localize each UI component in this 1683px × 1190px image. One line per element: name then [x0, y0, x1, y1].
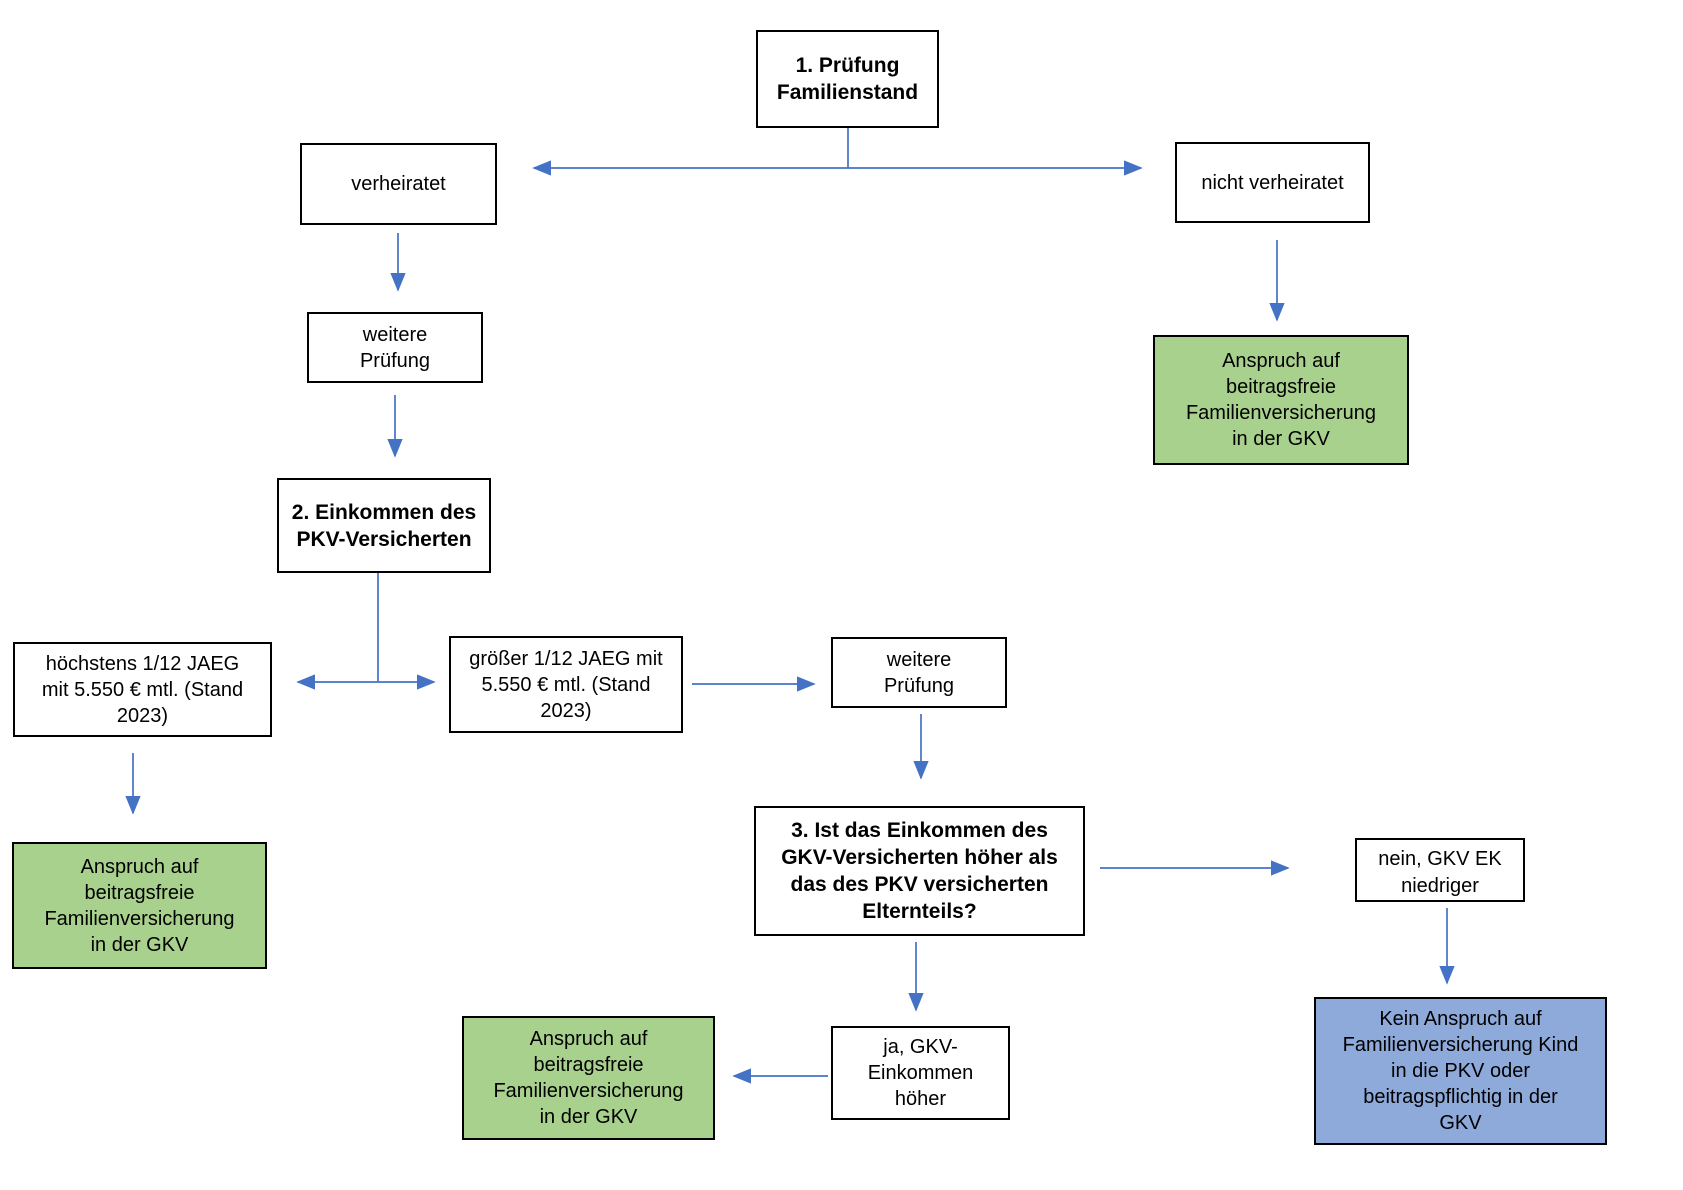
node-step1-pruefung-familienstand: 1. Prüfung Familienstand [756, 30, 939, 128]
node-step3-einkommen-vergleich: 3. Ist das Einkommen des GKV-Versicherte… [754, 806, 1085, 936]
node-nicht-verheiratet: nicht verheiratet [1175, 142, 1370, 223]
node-anspruch-nicht-verheiratet: Anspruch auf beitragsfreie Familienversi… [1153, 335, 1409, 465]
node-nein-gkv-ek-niedriger: nein, GKV EK niedriger [1355, 838, 1525, 902]
node-weitere-pruefung-1: weitere Prüfung [307, 312, 483, 383]
node-step2-einkommen-pkv: 2. Einkommen des PKV-Versicherten [277, 478, 491, 573]
node-anspruch-hoechstens: Anspruch auf beitragsfreie Familienversi… [12, 842, 267, 969]
node-ja-gkv-einkommen-hoeher: ja, GKV- Einkommen höher [831, 1026, 1010, 1120]
node-anspruch-gkv-hoeher: Anspruch auf beitragsfreie Familienversi… [462, 1016, 715, 1140]
node-groesser-jaeg: größer 1/12 JAEG mit 5.550 € mtl. (Stand… [449, 636, 683, 733]
node-weitere-pruefung-2: weitere Prüfung [831, 637, 1007, 708]
node-hoechstens-jaeg: höchstens 1/12 JAEG mit 5.550 € mtl. (St… [13, 642, 272, 737]
node-verheiratet: verheiratet [300, 143, 497, 225]
node-kein-anspruch: Kein Anspruch auf Familienversicherung K… [1314, 997, 1607, 1145]
